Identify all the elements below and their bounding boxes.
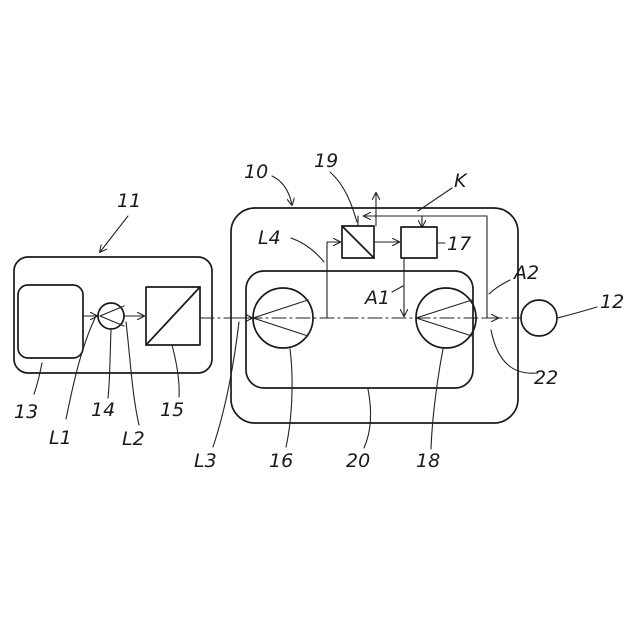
- leader-18: [431, 349, 443, 449]
- lens-16-ray-2: [253, 318, 308, 336]
- beam-14-ray-up: [100, 306, 124, 316]
- block-13: [18, 285, 83, 358]
- lens-14: [98, 303, 124, 329]
- label-15: 15: [160, 399, 184, 421]
- label-16: 16: [269, 450, 293, 472]
- leader-14: [108, 330, 111, 398]
- lens-18-ray-2: [416, 318, 472, 336]
- lens-16-ray-1: [253, 300, 308, 318]
- leader-16: [286, 349, 292, 447]
- label-10: 10: [244, 161, 268, 183]
- label-L1: L1: [49, 427, 72, 449]
- block-17: [401, 227, 437, 258]
- leader-L3: [213, 322, 239, 447]
- label-13: 13: [14, 401, 38, 423]
- leader-11: [100, 216, 128, 252]
- label-11: 11: [117, 190, 141, 212]
- beamsplitter-19-diagonal: [342, 226, 374, 258]
- leader-22: [491, 330, 538, 373]
- label-A2: A2: [512, 262, 539, 284]
- leader-A1: [392, 286, 403, 292]
- lens-18-ray-1: [416, 300, 472, 318]
- label-12: 12: [600, 291, 624, 313]
- leader-13: [34, 363, 42, 394]
- label-L3: L3: [194, 450, 217, 472]
- beam-14-ray-down: [100, 316, 124, 326]
- label-K: K: [454, 170, 468, 192]
- label-18: 18: [416, 450, 440, 472]
- label-19: 19: [314, 150, 338, 172]
- leader-19: [330, 172, 357, 222]
- leader-12: [557, 307, 597, 318]
- label-17: 17: [447, 233, 471, 255]
- block-15-diagonal: [146, 287, 200, 345]
- leader-10: [272, 176, 292, 205]
- unit-11-housing: [14, 257, 212, 373]
- leader-15: [172, 345, 179, 397]
- target-12: [521, 300, 557, 336]
- label-22: 22: [534, 367, 558, 389]
- label-20: 20: [346, 450, 370, 472]
- leader-A2: [489, 280, 510, 294]
- leader-20: [364, 389, 371, 448]
- label-L4: L4: [258, 227, 281, 249]
- label-A1: A1: [363, 287, 390, 309]
- label-14: 14: [91, 399, 115, 421]
- leader-L4: [291, 238, 324, 262]
- label-L2: L2: [122, 428, 145, 450]
